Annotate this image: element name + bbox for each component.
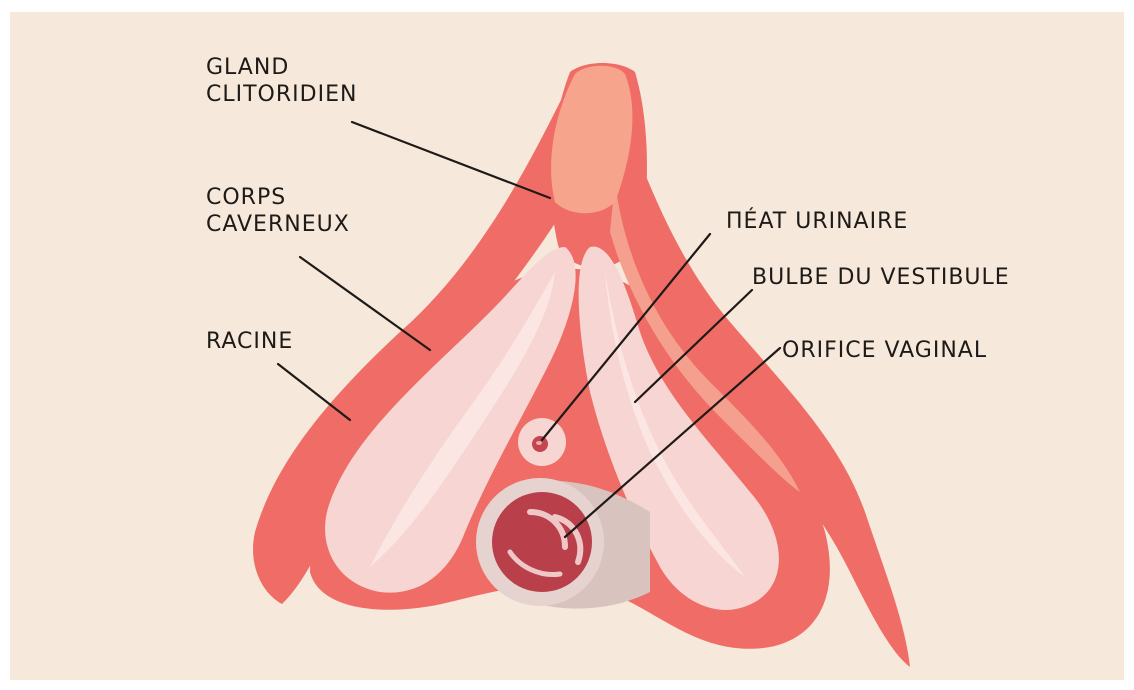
label-racine: RACINE (206, 329, 293, 354)
label-corps-line1: CORPS (206, 185, 286, 210)
label-meat: ΠÉAT URINAIRE (726, 208, 908, 234)
diagram-canvas: GLAND CLITORIDIEN CORPS CAVERNEUX RACINE… (10, 12, 1124, 680)
label-corps-line2: CAVERNEUX (206, 212, 350, 237)
label-gland-line1: GLAND (206, 55, 289, 80)
label-gland-line2: CLITORIDIEN (206, 82, 357, 107)
urinary-meatus-shine (536, 441, 542, 445)
label-orifice: ORIFICE VAGINAL (782, 338, 987, 363)
anatomy-diagram: GLAND CLITORIDIEN CORPS CAVERNEUX RACINE… (10, 12, 1124, 680)
label-bulbe: BULBE DU VESTIBULE (752, 265, 1010, 290)
